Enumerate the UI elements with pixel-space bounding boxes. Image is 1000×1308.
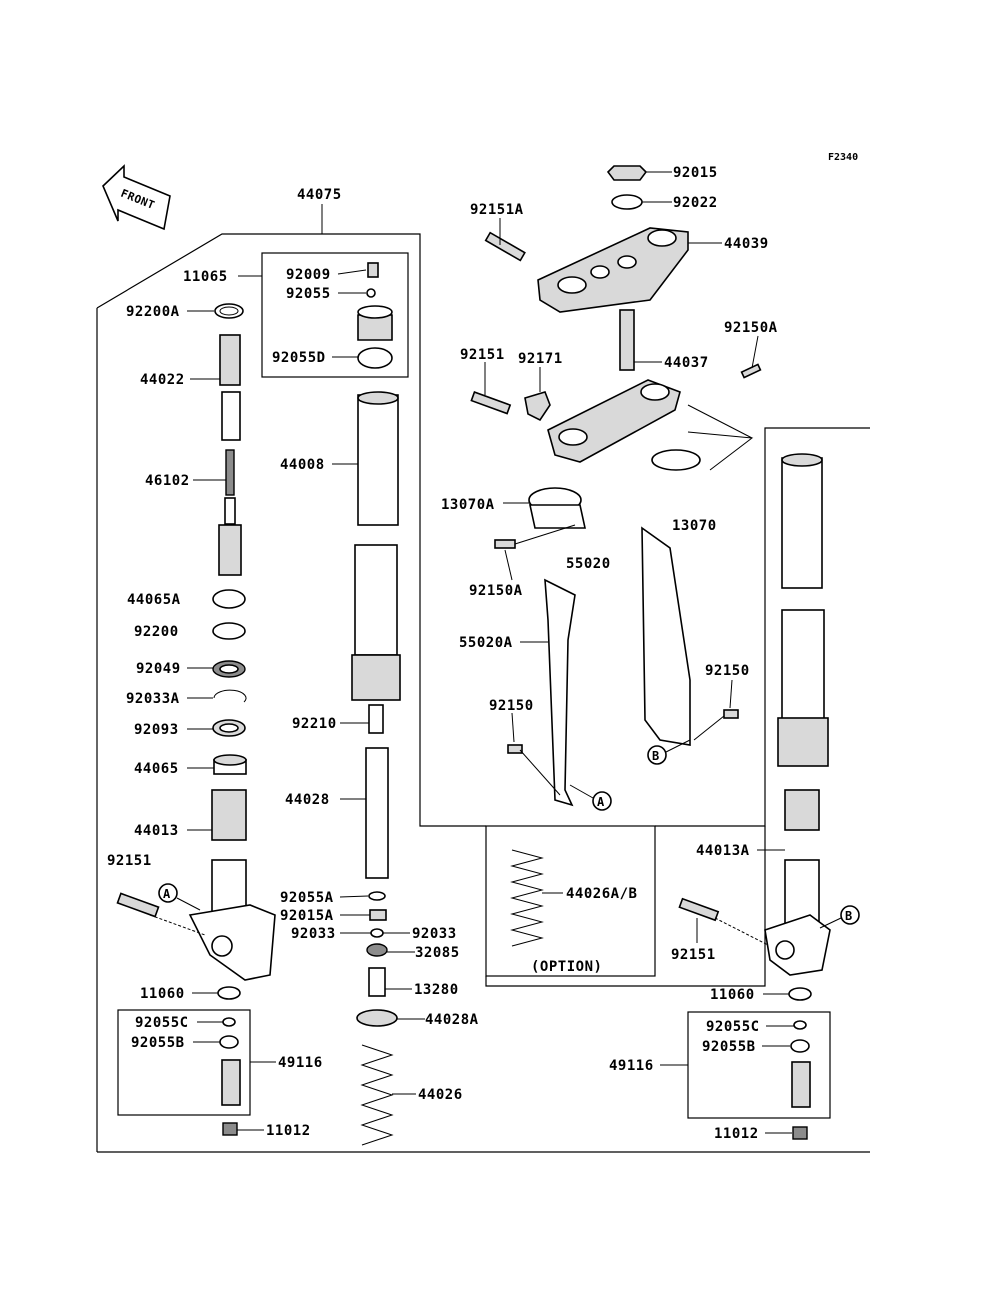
- label-92033-left: 92033: [291, 926, 336, 942]
- label-92015A: 92015A: [280, 908, 334, 924]
- right-fork-leg: [678, 453, 831, 1140]
- label-44065A: 44065A: [127, 592, 181, 608]
- fork-assembly-frame: [96, 204, 870, 1153]
- label-92150-right: 92150: [705, 663, 750, 679]
- label-55020A: 55020A: [459, 635, 513, 651]
- label-92033A: 92033A: [126, 691, 180, 707]
- left-column-parts: [116, 303, 276, 1136]
- label-92150-mid: 92150: [489, 698, 534, 714]
- label-44065: 44065: [134, 761, 179, 777]
- label-49116-left: 49116: [278, 1055, 323, 1071]
- label-44075: 44075: [297, 187, 342, 203]
- label-55020: 55020: [566, 556, 611, 572]
- label-option: (OPTION): [531, 959, 602, 975]
- option-spring-box: [485, 825, 656, 977]
- label-92210: 92210: [292, 716, 337, 732]
- label-92171: 92171: [518, 351, 563, 367]
- front-arrow-icon: FRONT: [102, 164, 171, 231]
- label-92151-left: 92151: [107, 853, 152, 869]
- label-11012-right: 11012: [714, 1126, 759, 1142]
- ref-a-left: A: [163, 887, 171, 901]
- label-92055D: 92055D: [272, 350, 326, 366]
- label-92151-mid: 92151: [460, 347, 505, 363]
- label-92151-right: 92151: [671, 947, 716, 963]
- label-44013A: 44013A: [696, 843, 750, 859]
- label-92055C-left: 92055C: [135, 1015, 189, 1031]
- label-11060-right: 11060: [710, 987, 755, 1003]
- label-44008: 44008: [280, 457, 325, 473]
- option-spring: [510, 849, 544, 947]
- label-32085: 32085: [415, 945, 460, 961]
- label-92055B-left: 92055B: [131, 1035, 185, 1051]
- label-92055C-right: 92055C: [706, 1019, 760, 1035]
- label-11060-left: 11060: [140, 986, 185, 1002]
- cap-group-box: [261, 252, 409, 378]
- label-44037: 44037: [664, 355, 709, 371]
- label-13070: 13070: [672, 518, 717, 534]
- label-44028A: 44028A: [425, 1012, 479, 1028]
- reference-markers: A A B B: [158, 739, 860, 929]
- upper-clamp-parts: [470, 165, 762, 549]
- label-13280: 13280: [414, 982, 459, 998]
- diagram-code: F2340: [828, 152, 858, 163]
- label-92049: 92049: [136, 661, 181, 677]
- label-49116-right: 49116: [609, 1058, 654, 1074]
- ref-b-guard: B: [652, 749, 660, 763]
- label-11065: 11065: [183, 269, 228, 285]
- label-92033-right: 92033: [412, 926, 457, 942]
- label-92150A-top: 92150A: [724, 320, 778, 336]
- ref-a-right: A: [597, 795, 605, 809]
- label-46102: 46102: [145, 473, 190, 489]
- label-13070A: 13070A: [441, 497, 495, 513]
- label-92055: 92055: [286, 286, 331, 302]
- label-44022: 44022: [140, 372, 185, 388]
- label-44026: 44026: [418, 1087, 463, 1103]
- label-92022: 92022: [673, 195, 718, 211]
- label-92151A: 92151A: [470, 202, 524, 218]
- label-44028: 44028: [285, 792, 330, 808]
- label-92093: 92093: [134, 722, 179, 738]
- leader-lines: [187, 171, 794, 1134]
- part-labels: 44075 11065 92009 92055 92055D 92200A 44…: [107, 165, 778, 1142]
- ref-b-leg: B: [845, 909, 853, 923]
- label-92055B-right: 92055B: [702, 1039, 756, 1055]
- center-column-parts: [351, 262, 401, 1146]
- label-92150A-mid: 92150A: [469, 583, 523, 599]
- label-92055A: 92055A: [280, 890, 334, 906]
- label-44039: 44039: [724, 236, 769, 252]
- label-92200: 92200: [134, 624, 179, 640]
- label-92015: 92015: [673, 165, 718, 181]
- fork-guards: [507, 526, 739, 807]
- label-44026AB: 44026A/B: [566, 886, 637, 902]
- label-92200A: 92200A: [126, 304, 180, 320]
- label-92009: 92009: [286, 267, 331, 283]
- label-44013: 44013: [134, 823, 179, 839]
- label-11012-left: 11012: [266, 1123, 311, 1139]
